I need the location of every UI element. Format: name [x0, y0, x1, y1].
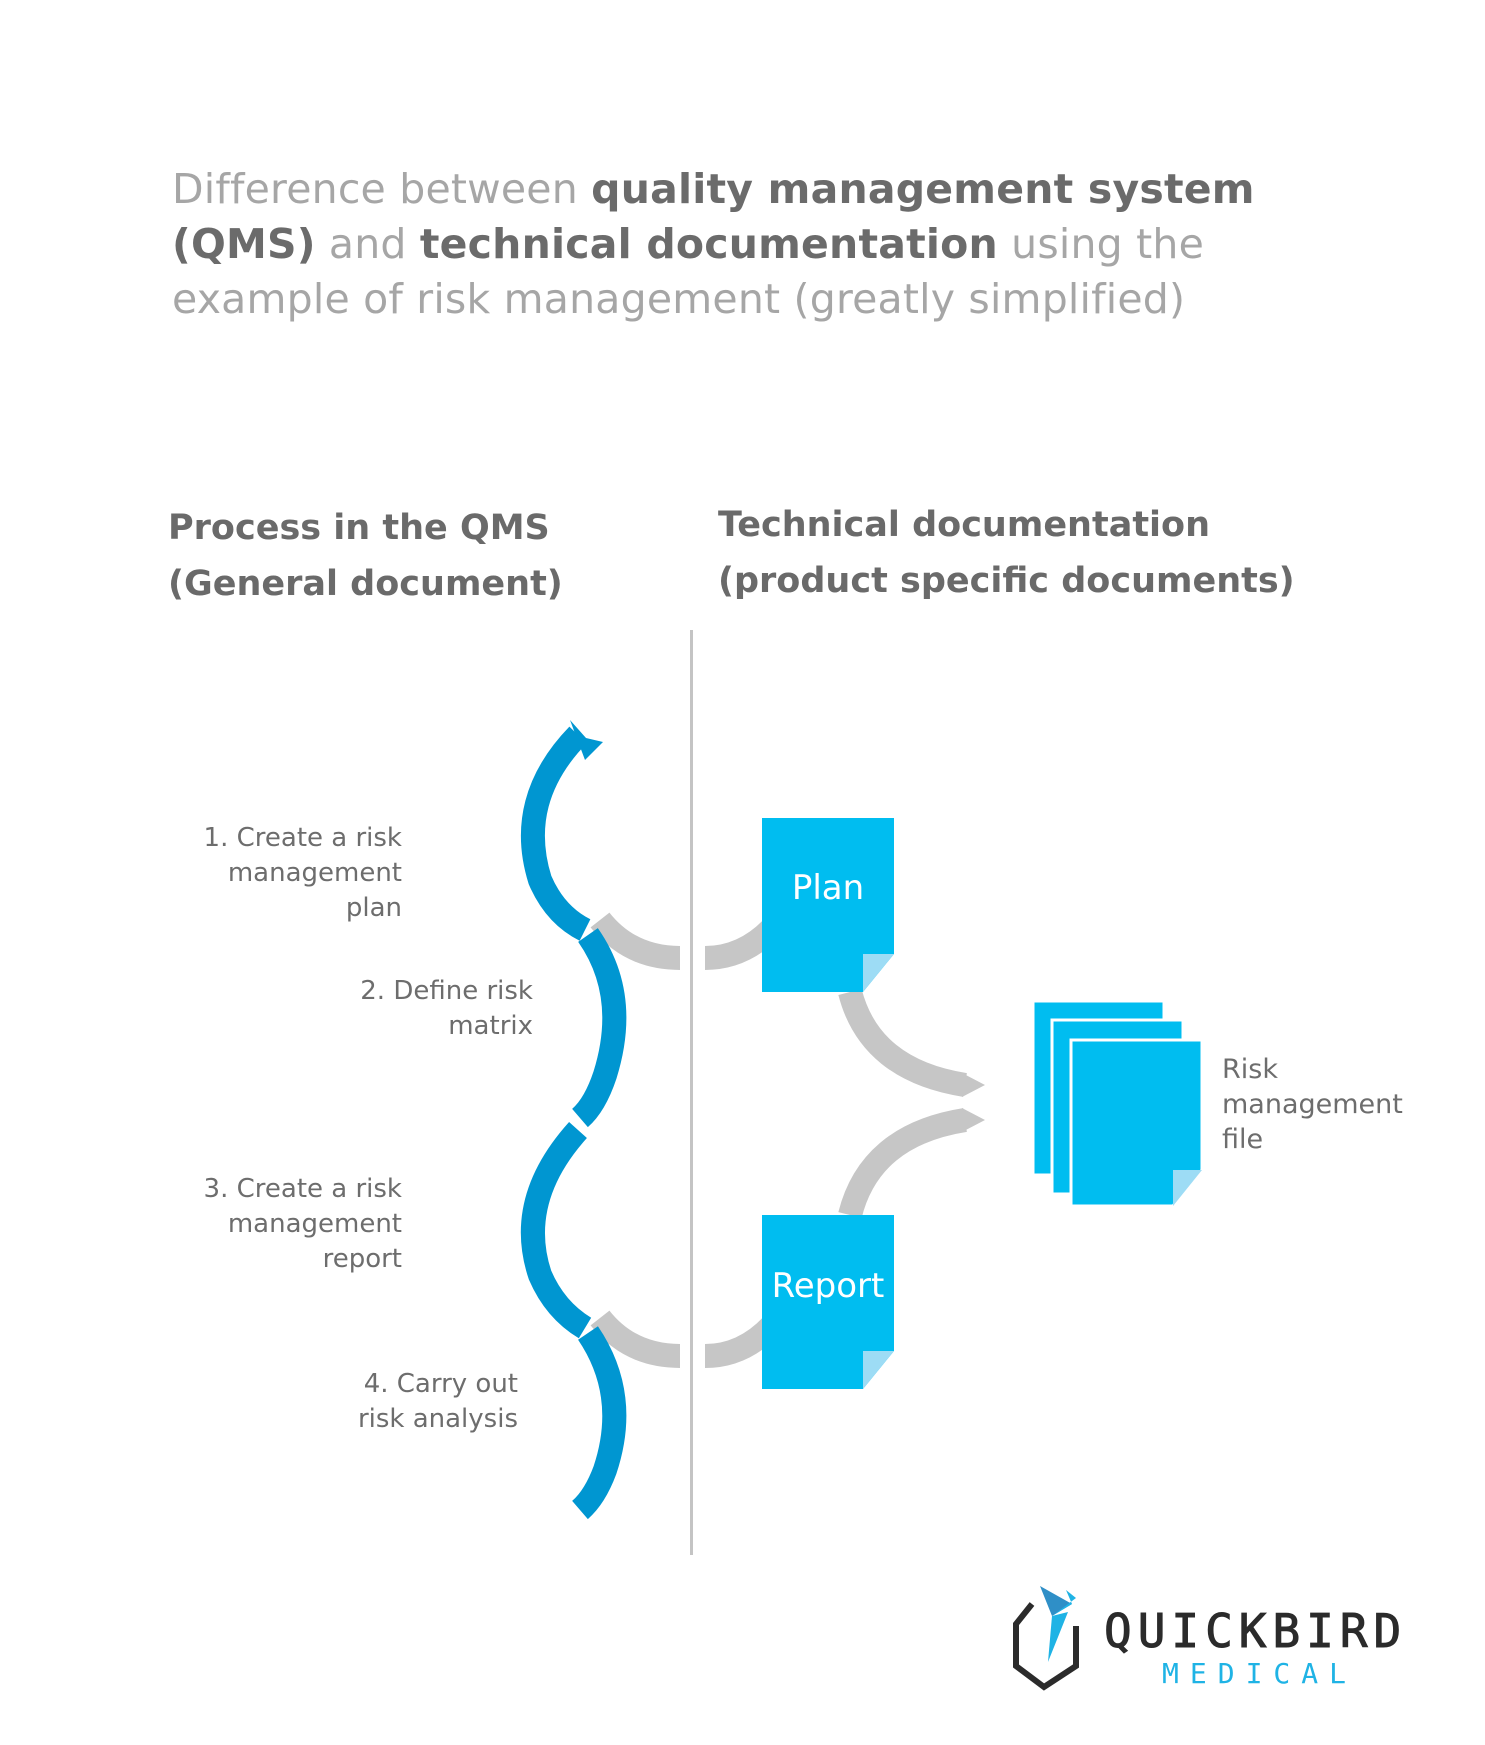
- process-step-4: 4. Carry out risk analysis: [300, 1367, 518, 1437]
- step-line: management: [227, 1209, 402, 1239]
- step-line: report: [322, 1244, 402, 1274]
- heading-line: Technical documentation: [718, 505, 1211, 545]
- process-arc-4: [571, 1326, 627, 1520]
- plan-document-label: Plan: [791, 868, 865, 908]
- title-line-1: Difference between quality management sy…: [172, 162, 1372, 217]
- title-text: using the: [997, 220, 1205, 268]
- column-heading-techdoc: Technical documentation (product specifi…: [718, 497, 1295, 609]
- title-bold-qms: quality management system: [591, 165, 1255, 213]
- step-line: 4. Carry out: [363, 1369, 518, 1399]
- process-step-3: 3. Create a risk management report: [150, 1172, 402, 1277]
- risk-management-file-icon: [1031, 999, 1204, 1208]
- file-label-line: file: [1222, 1124, 1264, 1155]
- title-line-3: example of risk management (greatly simp…: [172, 272, 1372, 327]
- file-label-line: Risk: [1222, 1054, 1278, 1085]
- logo-subtitle: MEDICAL: [1162, 1657, 1358, 1690]
- step-line: risk analysis: [357, 1404, 518, 1434]
- connector-plan-to-file: [838, 988, 968, 1097]
- report-document-icon: [762, 1215, 894, 1389]
- process-arrows: [520, 726, 627, 1520]
- title-bold-qms-abbr: (QMS): [172, 220, 316, 268]
- diagram-title: Difference between quality management sy…: [172, 162, 1372, 327]
- step-line: matrix: [448, 1011, 533, 1041]
- arrow-notch-top: [570, 720, 603, 760]
- connector-arrowhead: [962, 1073, 985, 1097]
- step-line: 1. Create a risk: [203, 823, 402, 853]
- step-line: 3. Create a risk: [203, 1174, 402, 1204]
- connector-report-to-file: [838, 1108, 968, 1219]
- connector-step3-left: [590, 1310, 681, 1368]
- plan-document-icon: [762, 818, 894, 992]
- process-arc-2: [571, 928, 627, 1128]
- process-step-2: 2. Define risk matrix: [300, 974, 533, 1044]
- title-text: Difference between: [172, 165, 592, 213]
- heading-line: (General document): [168, 564, 563, 604]
- step-line: 2. Define risk: [360, 976, 533, 1006]
- step-line: management: [227, 858, 402, 888]
- title-text: and: [315, 220, 420, 268]
- title-bold-techdoc: technical documentation: [419, 220, 998, 268]
- heading-line: Process in the QMS: [168, 508, 550, 548]
- column-divider: [690, 630, 693, 1555]
- column-heading-qms: Process in the QMS (General document): [168, 500, 563, 612]
- logo-wordmark: QUICKBIRD: [1103, 1604, 1408, 1659]
- connector-step1-left: [590, 912, 681, 970]
- process-arc-1: [520, 726, 591, 941]
- title-line-2: (QMS) and technical documentation using …: [172, 217, 1372, 272]
- title-text: example of risk management (greatly simp…: [172, 275, 1186, 323]
- risk-management-file-label: Risk management file: [1222, 1052, 1403, 1157]
- connector-arrowhead: [962, 1108, 985, 1132]
- report-document-label: Report: [771, 1266, 885, 1306]
- process-step-1: 1. Create a risk management plan: [150, 821, 402, 926]
- step-line: plan: [345, 893, 402, 923]
- hexagon-bird-icon: [1013, 1586, 1079, 1691]
- quickbird-medical-logo: QUICKBIRD MEDICAL: [1010, 1582, 1410, 1692]
- heading-line: (product specific documents): [718, 561, 1295, 601]
- file-label-line: management: [1222, 1089, 1403, 1120]
- process-arc-3: [520, 1121, 592, 1339]
